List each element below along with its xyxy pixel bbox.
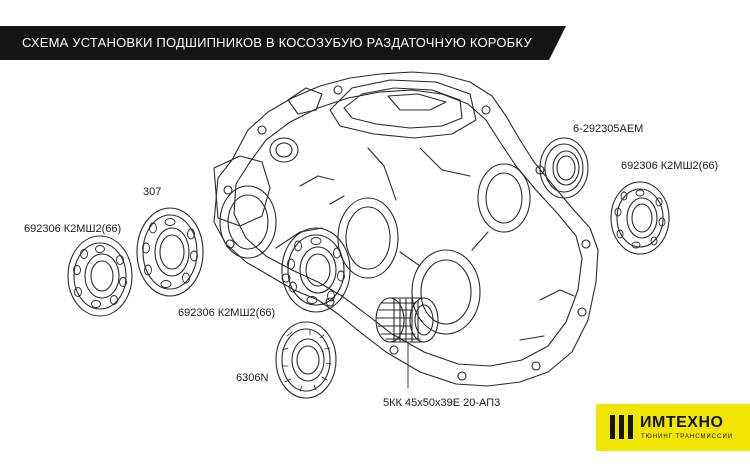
bearing-692306-left (67, 235, 133, 317)
label-bearing-6-292305: 6-292305АЕМ (573, 123, 644, 135)
bearing-692306-right (610, 181, 670, 255)
needle-bearing (375, 297, 439, 343)
bearing-307 (136, 207, 204, 297)
logo-mark-icon (610, 415, 633, 439)
label-bearing-692306-left: 692306 К2МШ2(66) (24, 223, 122, 235)
gearbox-housing (213, 71, 599, 387)
label-bearing-307: 307 (143, 186, 162, 198)
logo-tagline: ТЮНИНГ ТРАНСМИССИИ (641, 434, 734, 440)
label-bearing-692306-center: 692306 К2МШ2(66) (178, 307, 276, 319)
page-title: СХЕМА УСТАНОВКИ ПОДШИПНИКОВ В КОСОЗУБУЮ … (22, 35, 532, 50)
bearing-692306-center (281, 227, 351, 313)
logo-name: ИМТЕХНО (640, 414, 724, 431)
label-bearing-692306-right: 692306 К2МШ2(66) (621, 160, 719, 172)
title-bar: СХЕМА УСТАНОВКИ ПОДШИПНИКОВ В КОСОЗУБУЮ … (0, 26, 566, 60)
label-bearing-6306n: 6306N (236, 372, 269, 384)
bearing-6-292305 (539, 137, 589, 199)
label-needle-bearing: 5КК 45х50х39Е 20-АП3 (383, 397, 501, 409)
bearing-6306n (275, 321, 337, 399)
brand-logo: ИМТЕХНО ТЮНИНГ ТРАНСМИССИИ (596, 404, 750, 451)
